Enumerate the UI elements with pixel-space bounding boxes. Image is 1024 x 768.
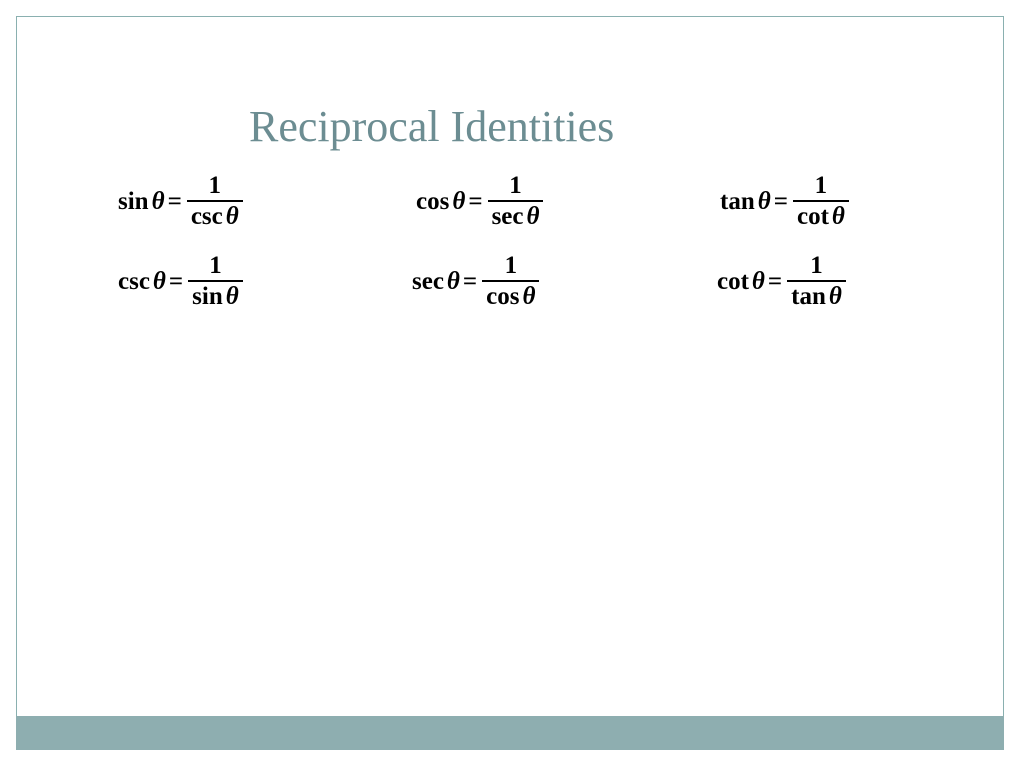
numerator: 1 xyxy=(810,252,823,279)
equals-sign: = xyxy=(468,188,483,215)
fraction: 1 sin θ xyxy=(188,252,243,312)
fraction: 1 csc θ xyxy=(186,172,243,232)
denominator: cot θ xyxy=(793,202,849,232)
function-name: cot xyxy=(796,203,829,230)
identity-lhs: csc θ xyxy=(118,268,166,296)
fraction-bar xyxy=(188,280,243,282)
theta-symbol: θ xyxy=(452,188,466,215)
function-name: cot xyxy=(717,268,749,295)
theta-symbol: θ xyxy=(757,188,771,215)
numerator: 1 xyxy=(814,172,828,199)
fraction-bar xyxy=(186,200,243,202)
function-name: sec xyxy=(491,203,524,230)
slide-title: Reciprocal Identities xyxy=(249,102,615,151)
slide-frame: Reciprocal Identities xyxy=(16,16,1004,750)
identity-sec: sec θ = 1 cos θ xyxy=(412,252,540,312)
numerator: 1 xyxy=(509,172,522,199)
equals-sign: = xyxy=(767,268,783,295)
identity-lhs: cot θ xyxy=(717,268,765,296)
identity-sin: sin θ = 1 csc θ xyxy=(118,172,243,232)
theta-symbol: θ xyxy=(225,283,239,310)
function-name: sin xyxy=(192,283,223,310)
denominator: sin θ xyxy=(188,282,243,312)
fraction-bar xyxy=(792,200,849,202)
function-name: sec xyxy=(412,268,444,295)
fraction: 1 cos θ xyxy=(482,252,540,312)
equals-sign: = xyxy=(462,268,478,295)
function-name: sin xyxy=(118,188,149,215)
function-name: csc xyxy=(118,268,150,295)
identity-cot: cot θ = 1 tan θ xyxy=(717,252,846,312)
denominator: cos θ xyxy=(482,282,539,312)
identity-lhs: sin θ xyxy=(118,188,165,216)
equals-sign: = xyxy=(167,188,182,215)
fraction-bar xyxy=(482,280,540,282)
function-name: cos xyxy=(416,188,450,215)
function-name: tan xyxy=(720,188,755,215)
fraction: 1 sec θ xyxy=(487,172,544,232)
theta-symbol: θ xyxy=(152,268,166,295)
theta-symbol: θ xyxy=(151,188,165,215)
function-name: csc xyxy=(190,203,223,230)
denominator: csc θ xyxy=(187,202,243,232)
fraction: 1 tan θ xyxy=(787,252,846,312)
denominator: tan θ xyxy=(787,282,846,312)
identity-lhs: tan θ xyxy=(720,188,771,216)
identity-cos: cos θ = 1 sec θ xyxy=(416,172,544,232)
theta-symbol: θ xyxy=(831,203,845,230)
identity-lhs: sec θ xyxy=(412,268,460,296)
function-name: tan xyxy=(791,283,826,310)
identity-lhs: cos θ xyxy=(416,188,465,216)
numerator: 1 xyxy=(208,172,222,199)
function-name: cos xyxy=(486,283,520,310)
equals-sign: = xyxy=(168,268,184,295)
theta-symbol: θ xyxy=(446,268,460,295)
numerator: 1 xyxy=(209,252,222,279)
theta-symbol: θ xyxy=(828,283,842,310)
identity-tan: tan θ = 1 cot θ xyxy=(720,172,849,232)
theta-symbol: θ xyxy=(225,203,239,230)
theta-symbol: θ xyxy=(522,283,536,310)
formula-panel: sin θ = 1 csc θ cos θ = 1 sec θ xyxy=(100,160,880,325)
fraction: 1 cot θ xyxy=(792,172,849,232)
denominator: sec θ xyxy=(488,202,544,232)
fraction-bar xyxy=(787,280,846,282)
identity-csc: csc θ = 1 sin θ xyxy=(118,252,243,312)
theta-symbol: θ xyxy=(526,203,540,230)
equals-sign: = xyxy=(773,188,788,215)
footer-bar xyxy=(16,716,1004,750)
theta-symbol: θ xyxy=(751,268,765,295)
fraction-bar xyxy=(487,200,544,202)
numerator: 1 xyxy=(504,252,518,279)
